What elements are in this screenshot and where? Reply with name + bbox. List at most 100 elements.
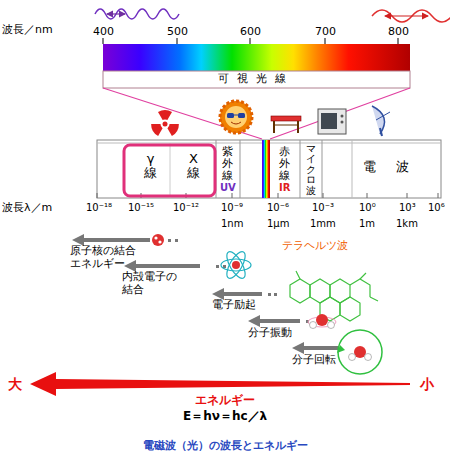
band-cell: 電波 — [363, 160, 429, 174]
exponent-label: 10⁻³ — [312, 202, 334, 214]
zoom-lines — [270, 88, 410, 139]
zoom-lines — [103, 88, 410, 139]
radiation-symbol — [162, 118, 181, 137]
energy-arrow — [30, 372, 410, 396]
wave-sketch — [95, 9, 179, 19]
rotation-icon — [337, 330, 382, 374]
atom-icon — [221, 259, 251, 271]
energy-process-arrows — [248, 315, 260, 327]
vibration-icon — [310, 322, 317, 329]
microwave-oven-icon — [341, 115, 344, 118]
nucleus-icon — [152, 234, 164, 246]
visible-label-frame — [103, 71, 410, 88]
energy-process-arrows — [222, 292, 262, 296]
highlight-frame — [124, 145, 215, 196]
sun-icon — [238, 113, 245, 118]
sun-icon — [234, 115, 238, 116]
heater-icon — [297, 121, 299, 133]
process-label: 内殻電子の結合 — [122, 271, 179, 296]
spectrum-band — [352, 140, 353, 198]
process-label: 原子核の結合エネルギー — [70, 245, 138, 270]
band-cell: γ線 — [144, 152, 157, 181]
spectrum-band — [97, 140, 441, 198]
tick-number: 500 — [167, 26, 188, 39]
axis-title: 波長／nm — [2, 24, 53, 37]
energy-process-arrows — [258, 319, 300, 323]
atom-icon — [221, 249, 251, 281]
exponent-label: 10³ — [399, 202, 416, 214]
wavelength-ticks — [398, 38, 399, 44]
exponent-label: 10⁰ — [359, 202, 376, 214]
atom-icon — [223, 249, 248, 281]
radiation-symbol — [163, 122, 168, 127]
energy-label: 大 — [8, 376, 22, 392]
heater-icon — [271, 116, 301, 121]
rotation-icon — [349, 354, 356, 361]
spectrum-band — [170, 143, 171, 198]
band-cell: マイクロ波 — [306, 144, 316, 196]
caption: 電磁波（光）の波長とエネルギー — [143, 440, 308, 453]
spectrum-band — [322, 140, 323, 198]
process-label: 分子回転 — [292, 354, 336, 367]
unit-label: 1nm — [221, 218, 243, 230]
wavelength-ticks — [103, 38, 398, 44]
heater-icon — [274, 125, 298, 126]
wavelength-ticks — [250, 38, 251, 44]
unit-label: 1mm — [310, 218, 336, 230]
formula: E＝hν＝hc／λ — [183, 410, 267, 424]
rotation-icon — [354, 346, 366, 358]
wave-sketch — [372, 10, 450, 22]
vertical-band-name: 紫外線 — [222, 146, 233, 182]
microwave-oven-icon — [341, 121, 344, 124]
energy-process-arrows — [134, 264, 200, 268]
wavelength-ticks — [103, 38, 104, 44]
vertical-band-name: マイクロ波 — [306, 144, 316, 196]
atom-icon — [223, 249, 248, 281]
energy-label: エネルギー — [195, 394, 255, 408]
tick-number: 400 — [93, 26, 114, 39]
band-name: IR — [279, 182, 290, 193]
process-label: 分子振動 — [248, 327, 292, 340]
vibration-icon — [328, 322, 335, 329]
unit-label: 1m — [359, 218, 375, 230]
microwave-oven-icon — [321, 113, 337, 129]
antenna-icon — [372, 106, 385, 134]
vertical-band-name: 赤外線 — [279, 146, 290, 182]
exponent-label: 10⁻⁹ — [221, 202, 243, 214]
band-cell: 紫外線UV — [220, 146, 236, 193]
nucleus-icon — [154, 236, 157, 239]
spectrum-band — [300, 140, 301, 198]
wavelength-ticks — [177, 38, 178, 44]
rotation-icon — [338, 330, 382, 374]
spectrum-band — [240, 140, 241, 198]
exponent-label: 10⁻¹⁵ — [128, 202, 154, 214]
process-label: 電子励起 — [212, 299, 256, 312]
band-name: 電波 — [363, 160, 429, 174]
molecule-icon — [296, 271, 378, 301]
microwave-oven-icon — [318, 109, 346, 134]
exponent-label: 10⁶ — [428, 202, 445, 214]
exponent-label: 10⁻¹² — [173, 202, 199, 214]
unit-label: 1km — [396, 218, 418, 230]
nucleus-icon — [152, 234, 164, 246]
antenna-icon — [376, 112, 390, 120]
heater-icon — [271, 116, 301, 133]
sun-icon — [231, 122, 241, 124]
radiation-symbol — [163, 122, 168, 127]
molecule-icon — [340, 297, 360, 321]
vertical-band-name: γ線 — [144, 152, 157, 181]
tick-number: 600 — [240, 26, 261, 39]
heater-icon — [273, 121, 275, 133]
rotation-icon — [337, 345, 345, 353]
energy-process-arrows — [292, 342, 304, 354]
radiation-symbol — [149, 118, 168, 137]
band-label: 可視光線 — [218, 73, 294, 86]
nucleus-icon — [158, 240, 161, 243]
exponent-label: 10⁻¹⁸ — [86, 202, 112, 214]
microwave-oven-icon — [318, 109, 346, 134]
sun-icon — [220, 101, 252, 133]
band-name: UV — [220, 182, 236, 193]
exponent-label: 10⁻⁶ — [267, 202, 289, 214]
tick-number: 700 — [315, 26, 336, 39]
